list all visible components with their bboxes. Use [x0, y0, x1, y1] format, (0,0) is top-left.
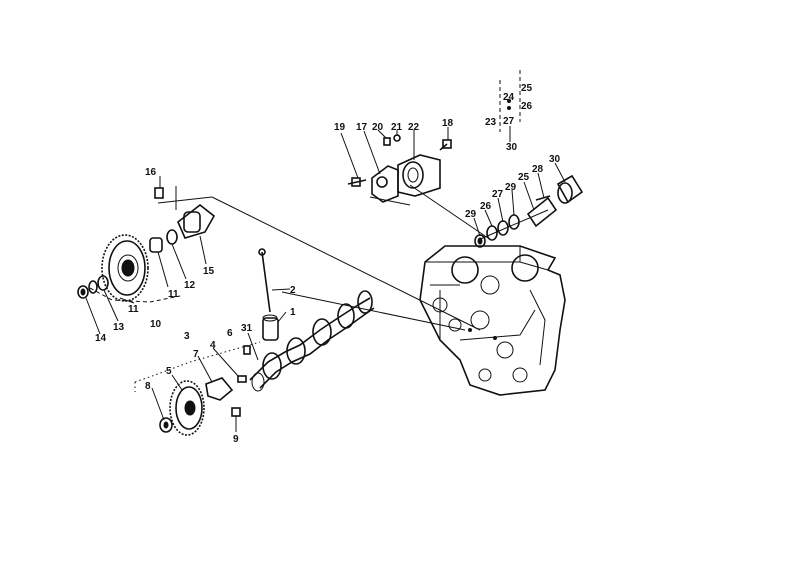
callout-28: 28	[532, 164, 544, 175]
callout-1: 1	[290, 307, 296, 318]
callout-8: 8	[145, 381, 151, 392]
callout-21: 21	[391, 122, 403, 133]
callout-24: 24	[503, 92, 515, 103]
callout-27: 27	[492, 189, 504, 200]
gear-5	[159, 345, 251, 436]
camshaft	[249, 290, 375, 392]
callout-6: 6	[227, 328, 233, 339]
callout-29-left: 29	[465, 209, 477, 220]
callout-12: 12	[184, 280, 196, 291]
callout-25: 25	[518, 172, 530, 183]
callout-27-top: 27	[503, 116, 515, 127]
alignment-lines	[157, 184, 549, 331]
upper-small-parts	[77, 186, 216, 299]
callout-19: 19	[334, 122, 346, 133]
callout-11-lower: 11	[128, 304, 139, 315]
callout-14: 14	[95, 333, 107, 344]
callout-10: 10	[150, 319, 162, 330]
callout-23: 23	[485, 117, 497, 128]
callout-3: 3	[184, 331, 190, 342]
callout-9: 9	[233, 434, 239, 445]
callout-11-upper: 11	[168, 289, 179, 300]
callout-25-top: 25	[521, 83, 533, 94]
callout-18: 18	[442, 118, 454, 129]
group-3-bracket	[89, 287, 261, 392]
engine-block	[419, 245, 566, 396]
callout-15: 15	[203, 266, 215, 277]
callout-30-top: 30	[506, 142, 518, 153]
callout-26: 26	[480, 201, 492, 212]
callout-4: 4	[210, 340, 216, 351]
leader-lines	[85, 127, 566, 432]
callout-labels: 1 2 3 4 5 6 7 8 9 10 11 11 12 13 14 15 1…	[95, 83, 561, 445]
callout-7: 7	[193, 349, 199, 360]
callout-31: 31	[241, 323, 253, 334]
callout-17: 17	[356, 122, 368, 133]
gear-10	[101, 234, 149, 302]
callout-26-top: 26	[521, 101, 533, 112]
callout-29: 29	[505, 182, 517, 193]
callout-2: 2	[290, 285, 296, 296]
callout-22: 22	[408, 122, 420, 133]
callout-13: 13	[113, 322, 125, 333]
callout-16: 16	[145, 167, 157, 178]
pushrod-and-lifter	[258, 248, 279, 341]
callout-5: 5	[166, 366, 172, 377]
callout-30: 30	[549, 154, 561, 165]
callout-20: 20	[372, 122, 384, 133]
fuel-pump	[347, 134, 452, 203]
injector-assembly	[474, 70, 584, 248]
